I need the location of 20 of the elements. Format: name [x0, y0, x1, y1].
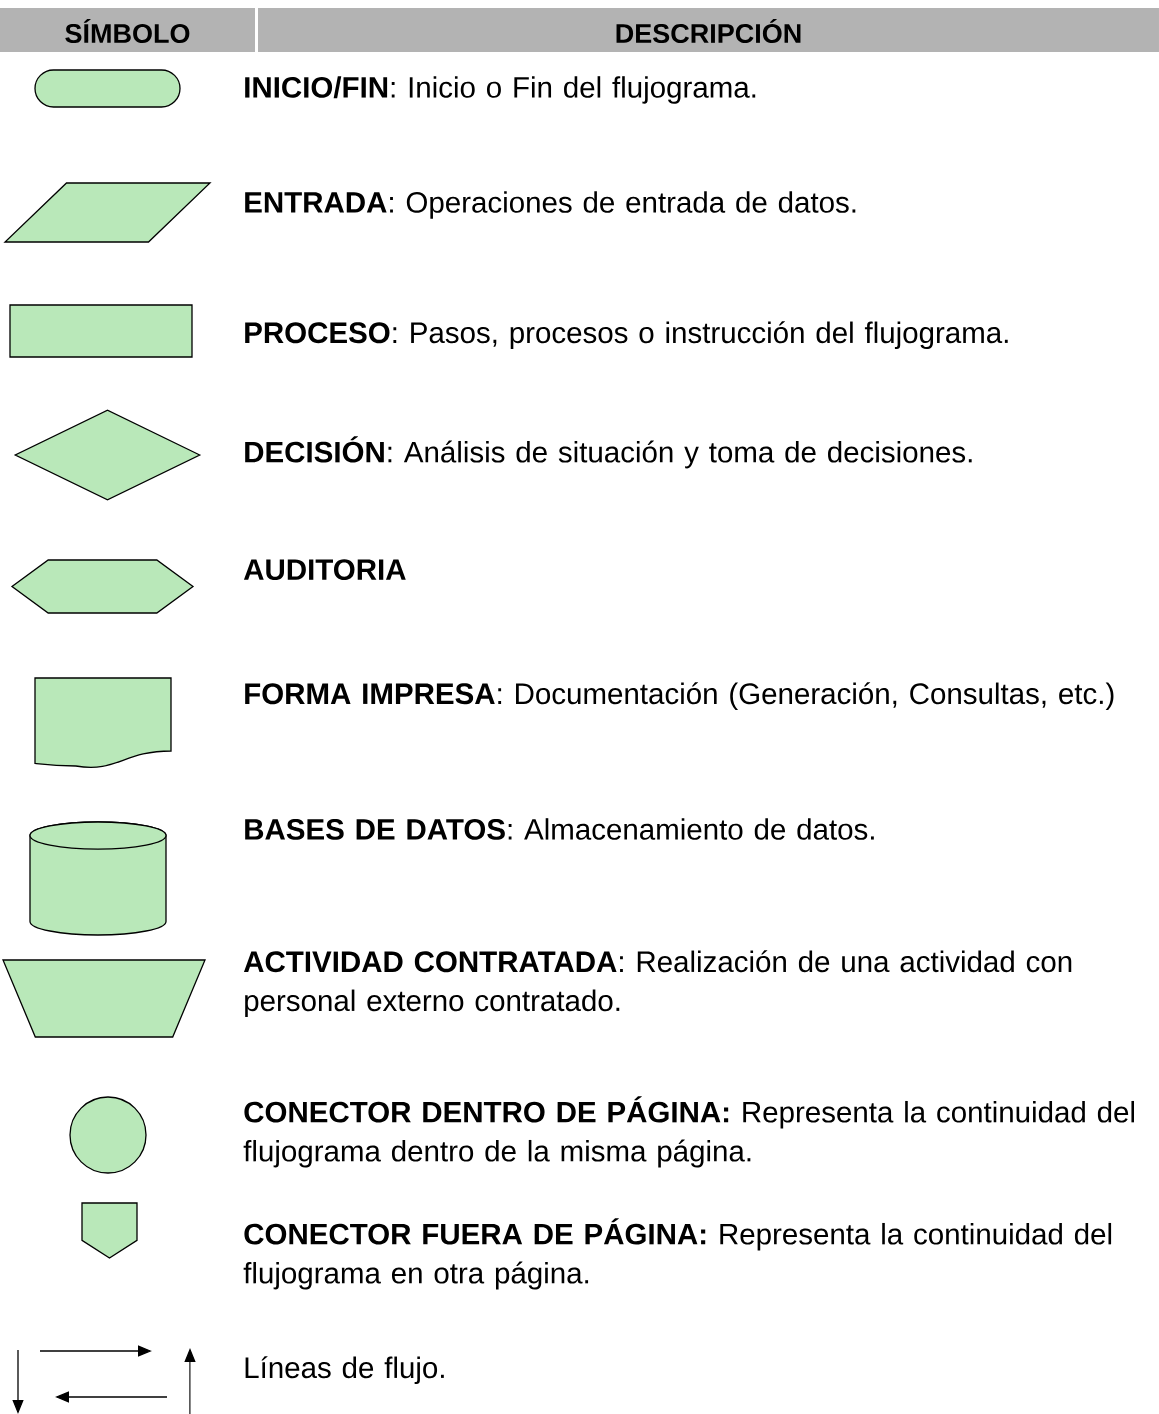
description-text: Líneas de flujo. [245, 1356, 444, 1385]
description-text: CONECTOR DENTRO DE PÁGINA: Representa la continuidad del flujograma dentro de la misma página. [243, 1096, 1135, 1168]
description-text: ENTRADA: Operaciones de entrada de datos. [245, 191, 856, 219]
description-text: BASES DE DATOS: Almacenamiento de datos. [245, 818, 874, 840]
header-cell: SÍMBOLO [0, 8, 255, 52]
trapezoid-symbol [2, 959, 206, 1038]
description-text: DECISIÓN: Análisis de situación y toma de decisiones. [245, 436, 972, 469]
description-text: FORMA IMPRESA: Documentación (Generación, Consultas, etc.) [245, 682, 1114, 710]
description-text: PROCESO: Pasos, procesos o instrucción del flujograma. [245, 321, 1008, 350]
header-cell: DESCRIPCIÓN [258, 8, 1159, 52]
description-text: AUDITORIA [243, 559, 406, 581]
database-cylinder [29, 821, 167, 936]
process-symbol [9, 304, 193, 358]
description-text: CONECTOR FUERA DE PÁGINA: Representa la continuidad del flujograma en otra página. [243, 1218, 1112, 1290]
connector-circle [69, 1096, 147, 1174]
description-text: ACTIVIDAD CONTRATADA: Realización de una actividad con personal externo contratado. [243, 950, 1072, 1018]
terminal-symbol [34, 69, 181, 108]
document-symbol [34, 677, 172, 768]
off-page-connector [81, 1202, 138, 1259]
description-text: INICIO/FIN: Inicio o Fin del flujograma. [245, 76, 756, 104]
